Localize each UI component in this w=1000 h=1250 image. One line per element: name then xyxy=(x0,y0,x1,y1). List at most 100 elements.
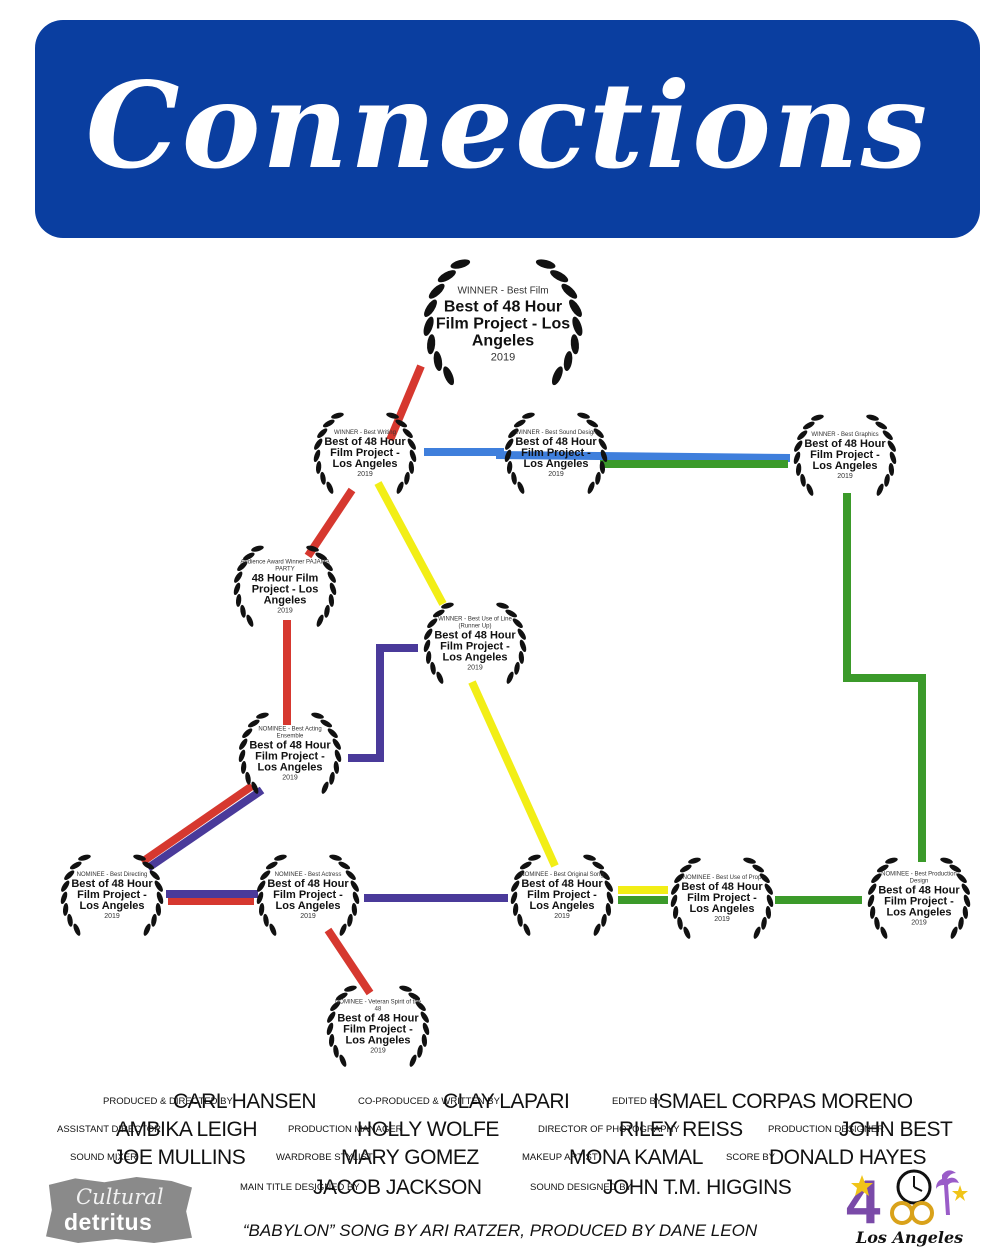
laurel-leaf xyxy=(315,552,328,561)
laurel-wreath-icon xyxy=(670,857,774,939)
laurel-leaf xyxy=(417,1044,423,1058)
laurel-leaf xyxy=(505,609,518,618)
credit-role: PRODUCTION MANAGER xyxy=(288,1124,403,1135)
award-name: Best of 48 Hour Film Project - Los Angel… xyxy=(681,881,763,915)
laurel-leaf xyxy=(408,460,415,474)
laurel-leaf xyxy=(317,428,328,439)
laurel-leaf xyxy=(963,894,971,908)
laurel-leaf xyxy=(329,582,337,596)
laurel-leaf xyxy=(802,421,815,430)
laurel-leaf xyxy=(523,923,531,936)
laurel-leaf xyxy=(517,913,523,927)
laurel-leaf xyxy=(593,428,604,439)
award-year: 2019 xyxy=(282,774,298,782)
laurel-leaf xyxy=(504,449,512,463)
laurel-leaf xyxy=(240,760,247,774)
laurel-leaf xyxy=(60,891,68,905)
award-category: WINNER - Best Film xyxy=(457,285,549,297)
laurel-leaf xyxy=(256,712,269,719)
laurel-leaf xyxy=(242,552,255,561)
award-category: WINNER - Best Sound Design xyxy=(515,430,597,436)
laurel-leaf xyxy=(561,283,578,299)
credit-role: PRODUCTION DESIGNER xyxy=(768,1124,885,1135)
laurel-leaf xyxy=(133,854,146,861)
credit-person: MARY GOMEZ xyxy=(341,1146,479,1169)
laurel-leaf xyxy=(797,430,808,441)
laurel-leaf xyxy=(583,854,596,861)
laurel-leaf xyxy=(570,334,579,355)
laurel-leaf xyxy=(519,861,532,870)
credit-person: RILEY REISS xyxy=(619,1118,743,1141)
laurel-leaf xyxy=(149,870,160,881)
laurel-leaf xyxy=(512,902,519,916)
laurel-leaf xyxy=(511,471,517,485)
credit-person: CARL HANSEN xyxy=(173,1090,317,1113)
laurel-leaf xyxy=(552,366,563,386)
laurel-leaf xyxy=(402,428,413,439)
laurel-leaf xyxy=(409,1054,417,1067)
laurel-leaf xyxy=(256,891,264,905)
laurel-leaf xyxy=(420,1011,429,1023)
laurel-leaf xyxy=(328,1033,335,1047)
laurel-leaf xyxy=(274,854,287,861)
laurel-wreath-icon xyxy=(510,854,614,936)
laurel-leaf xyxy=(237,561,248,572)
award-name: Best of 48 Hour Film Project - Los Angel… xyxy=(878,884,960,919)
laurel-leaf xyxy=(811,414,824,421)
purple-connection-line xyxy=(348,644,418,762)
red-connection-line xyxy=(139,782,255,866)
credit-person: JACOB JACKSON xyxy=(313,1176,482,1199)
laurel-leaf xyxy=(327,728,338,739)
laurel-leaf xyxy=(432,609,445,618)
laurel-leaf xyxy=(514,870,525,881)
laurel-leaf xyxy=(876,864,889,873)
svg-text:4: 4 xyxy=(846,1168,881,1235)
award-name: Best of 48 Hour Film Project - Los Angel… xyxy=(71,878,153,912)
laurel-wreath-icon xyxy=(326,985,430,1067)
laurel-leaf xyxy=(518,650,525,664)
laurel-leaf xyxy=(874,916,880,930)
laurel-leaf xyxy=(961,883,970,895)
laurel-leaf xyxy=(338,861,351,870)
laurel-leaf xyxy=(424,299,437,317)
laurel-leaf xyxy=(752,864,765,873)
laurel-leaf xyxy=(884,473,890,487)
laurel-leaf xyxy=(238,749,246,763)
credit-role: DIRECTOR OF PHOTOGRAPHY xyxy=(538,1124,680,1135)
laurel-leaf xyxy=(888,462,895,476)
laurel-leaf xyxy=(572,316,583,336)
laurel-leaf xyxy=(351,902,358,916)
laurel-leaf xyxy=(563,351,573,372)
laurel-leaf xyxy=(423,639,431,653)
laurel-leaf xyxy=(396,481,404,494)
laurel-leaf xyxy=(958,916,964,930)
laurel-leaf xyxy=(866,414,879,421)
credit-person: HOLLY WOLFE xyxy=(357,1118,499,1141)
laurel-wreath-icon xyxy=(504,412,608,494)
laurel-leaf xyxy=(441,602,454,609)
laurel-wreath-icon xyxy=(423,602,527,684)
credit-role: EDITED BY xyxy=(612,1096,663,1107)
laurel-wreath-icon xyxy=(867,857,971,939)
song-credit: “BABYLON” SONG BY ARI RATZER, PRODUCED B… xyxy=(242,1221,758,1240)
award-name: Best of 48 Hour Film Project - Los Angel… xyxy=(521,878,603,912)
laurel-leaf xyxy=(437,270,456,283)
logo-line-2: detritus xyxy=(64,1209,153,1235)
connection-lines xyxy=(139,364,926,996)
laurel-leaf xyxy=(329,854,342,861)
credit-person: DONALD HAYES xyxy=(769,1146,927,1169)
green-connection-line xyxy=(843,493,926,862)
credit-editor: EDITED BY ISMAEL CORPAS MORENO xyxy=(612,1090,913,1114)
laurel-leaf xyxy=(508,428,519,439)
laurel-leaf xyxy=(315,460,322,474)
credit-role: ASSISTANT DIRECTOR xyxy=(57,1124,161,1135)
laurel-leaf xyxy=(242,728,253,739)
laurel-leaf xyxy=(320,471,326,485)
laurel-leaf xyxy=(511,880,520,892)
laurel-leaf xyxy=(399,985,412,992)
award-name: Best of 48 Hour Film Project - Los Angel… xyxy=(337,1012,419,1047)
award-name: 48 Hour Film Project - Los Angeles xyxy=(251,572,319,607)
award-year: 2019 xyxy=(837,473,853,480)
credit-production-manager: PRODUCTION MANAGER HOLLY WOLFE xyxy=(288,1118,499,1142)
laurel-leaf xyxy=(257,880,266,892)
